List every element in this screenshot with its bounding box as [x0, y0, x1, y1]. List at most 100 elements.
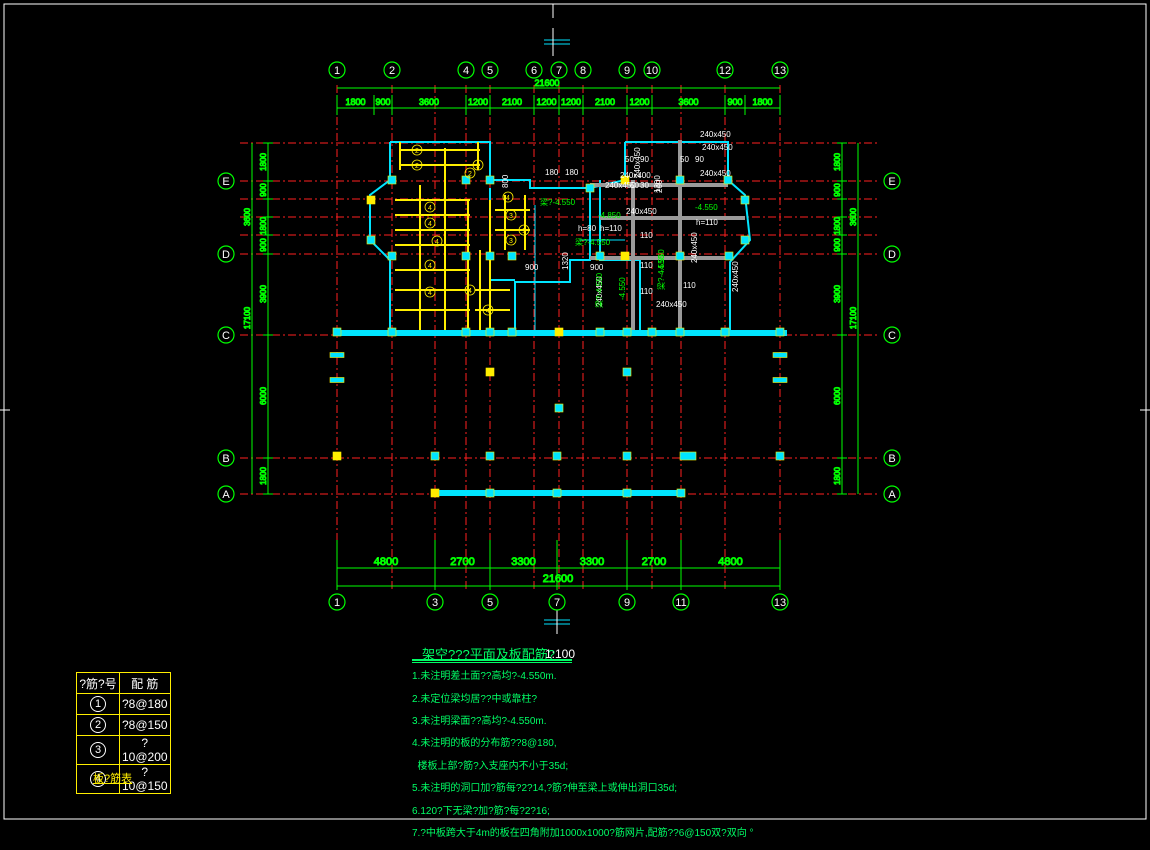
note-4b: 楼板上部?筋?入支座内不小于35d;: [412, 760, 569, 772]
general-notes: 1.未注明差土面??高均?-4.550m. 2.未定位梁均居??中或靠柱? 3.…: [412, 660, 753, 850]
dim-bottom-span: 4800: [374, 556, 398, 568]
note-1: 1.未注明差土面??高均?-4.550m.: [412, 671, 557, 683]
bubble-circle: [328, 593, 346, 611]
slab-mark-label: 4: [435, 239, 439, 246]
beam-label: 90: [640, 155, 649, 164]
beam-label: 240x450: [731, 261, 740, 292]
beam-label: 110: [683, 281, 696, 290]
rebar-table: ?筋?号 配 筋 1 ?8@180 2 ?8@150 3 ?10@200 4 ?…: [76, 672, 171, 794]
beam-label: 180: [545, 168, 559, 177]
beam-label: 240x400: [620, 171, 651, 180]
rebar-mark: 3: [76, 735, 120, 765]
column: [485, 175, 495, 185]
grid-bubble: 5: [481, 61, 499, 79]
slab-rebar: [395, 142, 530, 330]
dim-top-span: 1200: [629, 97, 649, 107]
bubble-label: 13: [774, 65, 786, 77]
level-label: 梁?-4.550: [540, 198, 576, 207]
column: [772, 352, 788, 358]
rebar-mark: 1: [76, 693, 120, 715]
bubble-label: 4: [463, 65, 469, 77]
column: [620, 175, 630, 185]
table-row: 2 ?8@150: [76, 714, 171, 736]
slab-mark: 1: [518, 224, 530, 236]
dim-bottom-span: 3300: [511, 556, 535, 568]
column: [675, 327, 685, 337]
column: [720, 327, 730, 337]
slab-mark: 4: [431, 235, 443, 247]
level-annotations: 梁?-4.550-4.850-4.550梁?-4.550-4.550梁?-4.5…: [540, 198, 718, 308]
column: [675, 251, 685, 261]
bubble-label: 5: [487, 65, 493, 77]
rebar-spec: ?10@150: [119, 764, 171, 794]
column: [723, 175, 733, 185]
slab-mark: 4: [424, 217, 436, 229]
grid-bubble: 8: [574, 61, 592, 79]
rebar-table-caption: 板?筋表: [93, 773, 133, 785]
slab-mark-label: 2: [415, 148, 419, 155]
beam-label: 110: [640, 261, 653, 270]
dim-right-inner: 1800: [833, 217, 842, 235]
bubble-label: C: [222, 330, 230, 342]
column: [740, 195, 750, 205]
table-row: 4 ?10@150: [76, 764, 171, 794]
bubble-circle: [771, 593, 789, 611]
rebar-spec: ?8@150: [119, 714, 171, 736]
grid-bubble: E: [883, 172, 901, 190]
column: [775, 451, 785, 461]
dim-top-span: 3600: [678, 97, 698, 107]
column: [740, 235, 750, 245]
beam-label: 900: [590, 263, 604, 272]
bubble-label: 1: [334, 65, 340, 77]
column: [554, 403, 564, 413]
beam-label: 900: [525, 263, 539, 272]
dim-top-span: 2100: [502, 97, 522, 107]
slab-mark-label: 4: [428, 290, 432, 297]
dim-right-outer: 17100: [849, 306, 858, 329]
grid-bubble: 1: [328, 593, 346, 611]
level-label: 梁?-4.550: [595, 272, 604, 308]
beam-label: 240x450: [605, 181, 636, 190]
grid-bubble: 3: [426, 593, 444, 611]
dim-left-inner: 1800: [259, 467, 268, 485]
column: [485, 451, 495, 461]
grid-bubble: D: [883, 245, 901, 263]
bubble-label: 13: [774, 597, 786, 609]
vertical-grid-lines: [336, 85, 781, 590]
bubble-label: B: [888, 453, 895, 465]
beam-label: 30: [640, 181, 649, 190]
slab-mark-label: 1: [522, 228, 526, 235]
column: [775, 327, 785, 337]
column: [507, 251, 517, 261]
slab-mark-circle: [464, 167, 476, 179]
bubble-label: 7: [554, 597, 560, 609]
bubble-label: 5: [487, 597, 493, 609]
rebar-spec: ?8@180: [119, 693, 171, 715]
title-underline: [412, 659, 572, 661]
dim-top-span: 1200: [536, 97, 556, 107]
column: [554, 327, 564, 337]
column: [595, 327, 605, 337]
dim-left-inner: 1800: [259, 217, 268, 235]
column: [332, 451, 342, 461]
beam-label: 50: [625, 155, 634, 164]
dim-left-inner: 900: [259, 238, 268, 252]
dim-top-span: 1200: [561, 97, 581, 107]
dim-bottom-span: 4800: [718, 556, 742, 568]
column: [485, 488, 495, 498]
bubble-circle: [771, 61, 789, 79]
bubble-label: D: [222, 249, 230, 261]
bubble-circle: [550, 61, 568, 79]
bubble-circle: [217, 326, 235, 344]
slab-mark-label: 4: [428, 205, 432, 212]
slab-mark-circle: [502, 191, 514, 203]
dim-top-span: 3600: [419, 97, 439, 107]
dim-top-span: 900: [375, 97, 390, 107]
slab-mark: 4: [424, 259, 436, 271]
table-row: 3 ?10@200: [76, 735, 171, 765]
column: [329, 352, 345, 358]
table-row: 1 ?8@180: [76, 693, 171, 715]
bubble-label: 3: [432, 597, 438, 609]
slab-mark-label: 4: [486, 308, 490, 315]
